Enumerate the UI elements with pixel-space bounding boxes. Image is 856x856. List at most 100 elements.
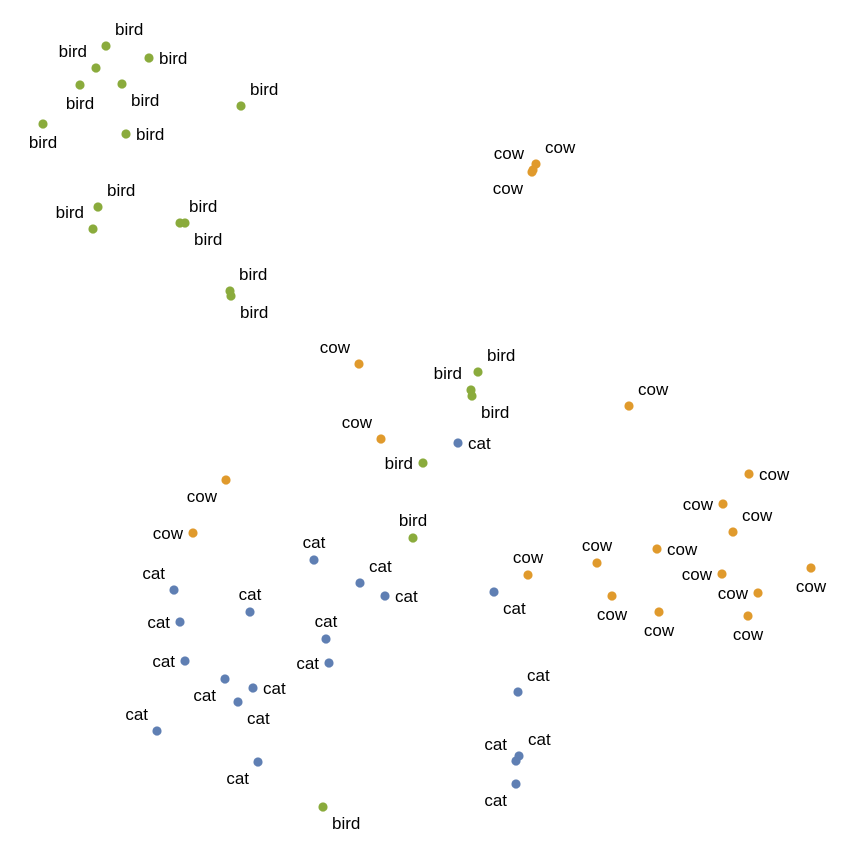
point-label-57: cat xyxy=(528,730,551,749)
point-label-46: cat xyxy=(147,613,170,632)
point-label-18: bird xyxy=(399,511,427,530)
point-bird-19 xyxy=(318,802,328,812)
point-cat-42 xyxy=(355,578,365,588)
point-label-47: cat xyxy=(315,612,338,631)
point-cat-51 xyxy=(248,683,258,693)
point-cow-32 xyxy=(592,558,602,568)
point-label-45: cat xyxy=(239,585,262,604)
point-label-4: bird xyxy=(131,91,159,110)
point-label-23: cow xyxy=(320,338,351,357)
point-bird-17 xyxy=(418,458,428,468)
point-bird-4 xyxy=(117,79,127,89)
point-bird-1 xyxy=(91,63,101,73)
point-label-7: bird xyxy=(136,125,164,144)
point-label-56: cat xyxy=(527,666,550,685)
point-label-14: bird xyxy=(487,346,515,365)
point-label-13: bird xyxy=(240,303,268,322)
point-label-5: bird xyxy=(250,80,278,99)
point-cow-26 xyxy=(221,475,231,485)
point-cat-56 xyxy=(513,687,523,697)
point-label-28: cow xyxy=(759,465,790,484)
point-bird-9 xyxy=(88,224,98,234)
point-label-34: cow xyxy=(682,565,713,584)
point-label-2: bird xyxy=(159,49,187,68)
point-label-25: cow xyxy=(342,413,373,432)
point-cat-52 xyxy=(233,697,243,707)
point-label-27: cow xyxy=(153,524,184,543)
point-bird-11 xyxy=(180,218,190,228)
point-label-26: cow xyxy=(187,487,218,506)
point-cat-44 xyxy=(169,585,179,595)
point-cat-50 xyxy=(220,674,230,684)
point-cat-49 xyxy=(180,656,190,666)
point-cow-22 xyxy=(527,167,537,177)
point-cat-58 xyxy=(511,756,521,766)
point-label-36: cow xyxy=(597,605,628,624)
point-cat-43 xyxy=(380,591,390,601)
point-label-12: bird xyxy=(239,265,267,284)
point-label-50: cat xyxy=(193,686,216,705)
point-cow-25 xyxy=(376,434,386,444)
point-label-8: bird xyxy=(107,181,135,200)
point-cow-29 xyxy=(718,499,728,509)
point-label-55: cat xyxy=(503,599,526,618)
point-label-1: bird xyxy=(59,42,87,61)
point-bird-8 xyxy=(93,202,103,212)
point-label-37: cow xyxy=(644,621,675,640)
point-label-52: cat xyxy=(247,709,270,728)
point-label-58: cat xyxy=(484,735,507,754)
point-label-6: bird xyxy=(29,133,57,152)
point-cow-30 xyxy=(728,527,738,537)
point-cow-23 xyxy=(354,359,364,369)
point-cat-53 xyxy=(152,726,162,736)
point-bird-7 xyxy=(121,129,131,139)
point-cow-28 xyxy=(744,469,754,479)
point-label-39: cow xyxy=(733,625,764,644)
point-bird-18 xyxy=(408,533,418,543)
point-label-31: cow xyxy=(513,548,544,567)
point-label-38: cow xyxy=(718,584,749,603)
point-label-15: bird xyxy=(434,364,462,383)
point-cat-45 xyxy=(245,607,255,617)
point-label-3: bird xyxy=(66,94,94,113)
point-label-32: cow xyxy=(582,536,613,555)
point-cow-34 xyxy=(717,569,727,579)
point-cow-35 xyxy=(806,563,816,573)
point-label-21: cow xyxy=(494,144,525,163)
point-bird-13 xyxy=(226,291,236,301)
point-bird-0 xyxy=(101,41,111,51)
point-bird-16 xyxy=(467,391,477,401)
point-label-20: cow xyxy=(545,138,576,157)
point-cat-59 xyxy=(511,779,521,789)
point-cat-41 xyxy=(309,555,319,565)
point-label-30: cow xyxy=(742,506,773,525)
point-label-33: cow xyxy=(667,540,698,559)
point-label-19: bird xyxy=(332,814,360,833)
point-markers xyxy=(38,41,816,812)
point-label-48: cat xyxy=(296,654,319,673)
point-cat-48 xyxy=(324,658,334,668)
point-cow-33 xyxy=(652,544,662,554)
point-label-41: cat xyxy=(303,533,326,552)
point-cow-37 xyxy=(654,607,664,617)
point-label-24: cow xyxy=(638,380,669,399)
point-cat-40 xyxy=(453,438,463,448)
point-label-59: cat xyxy=(484,791,507,810)
point-label-16: bird xyxy=(481,403,509,422)
point-label-0: bird xyxy=(115,20,143,39)
point-label-43: cat xyxy=(395,587,418,606)
point-label-29: cow xyxy=(683,495,714,514)
point-cow-27 xyxy=(188,528,198,538)
point-label-42: cat xyxy=(369,557,392,576)
point-cow-39 xyxy=(743,611,753,621)
point-label-9: bird xyxy=(56,203,84,222)
point-label-44: cat xyxy=(142,564,165,583)
point-bird-2 xyxy=(144,53,154,63)
point-bird-3 xyxy=(75,80,85,90)
point-labels: bird bird bird bird bird bird bird bird bird bird… xyxy=(29,20,827,833)
point-bird-14 xyxy=(473,367,483,377)
point-label-11: bird xyxy=(194,230,222,249)
point-cat-55 xyxy=(489,587,499,597)
point-cow-38 xyxy=(753,588,763,598)
